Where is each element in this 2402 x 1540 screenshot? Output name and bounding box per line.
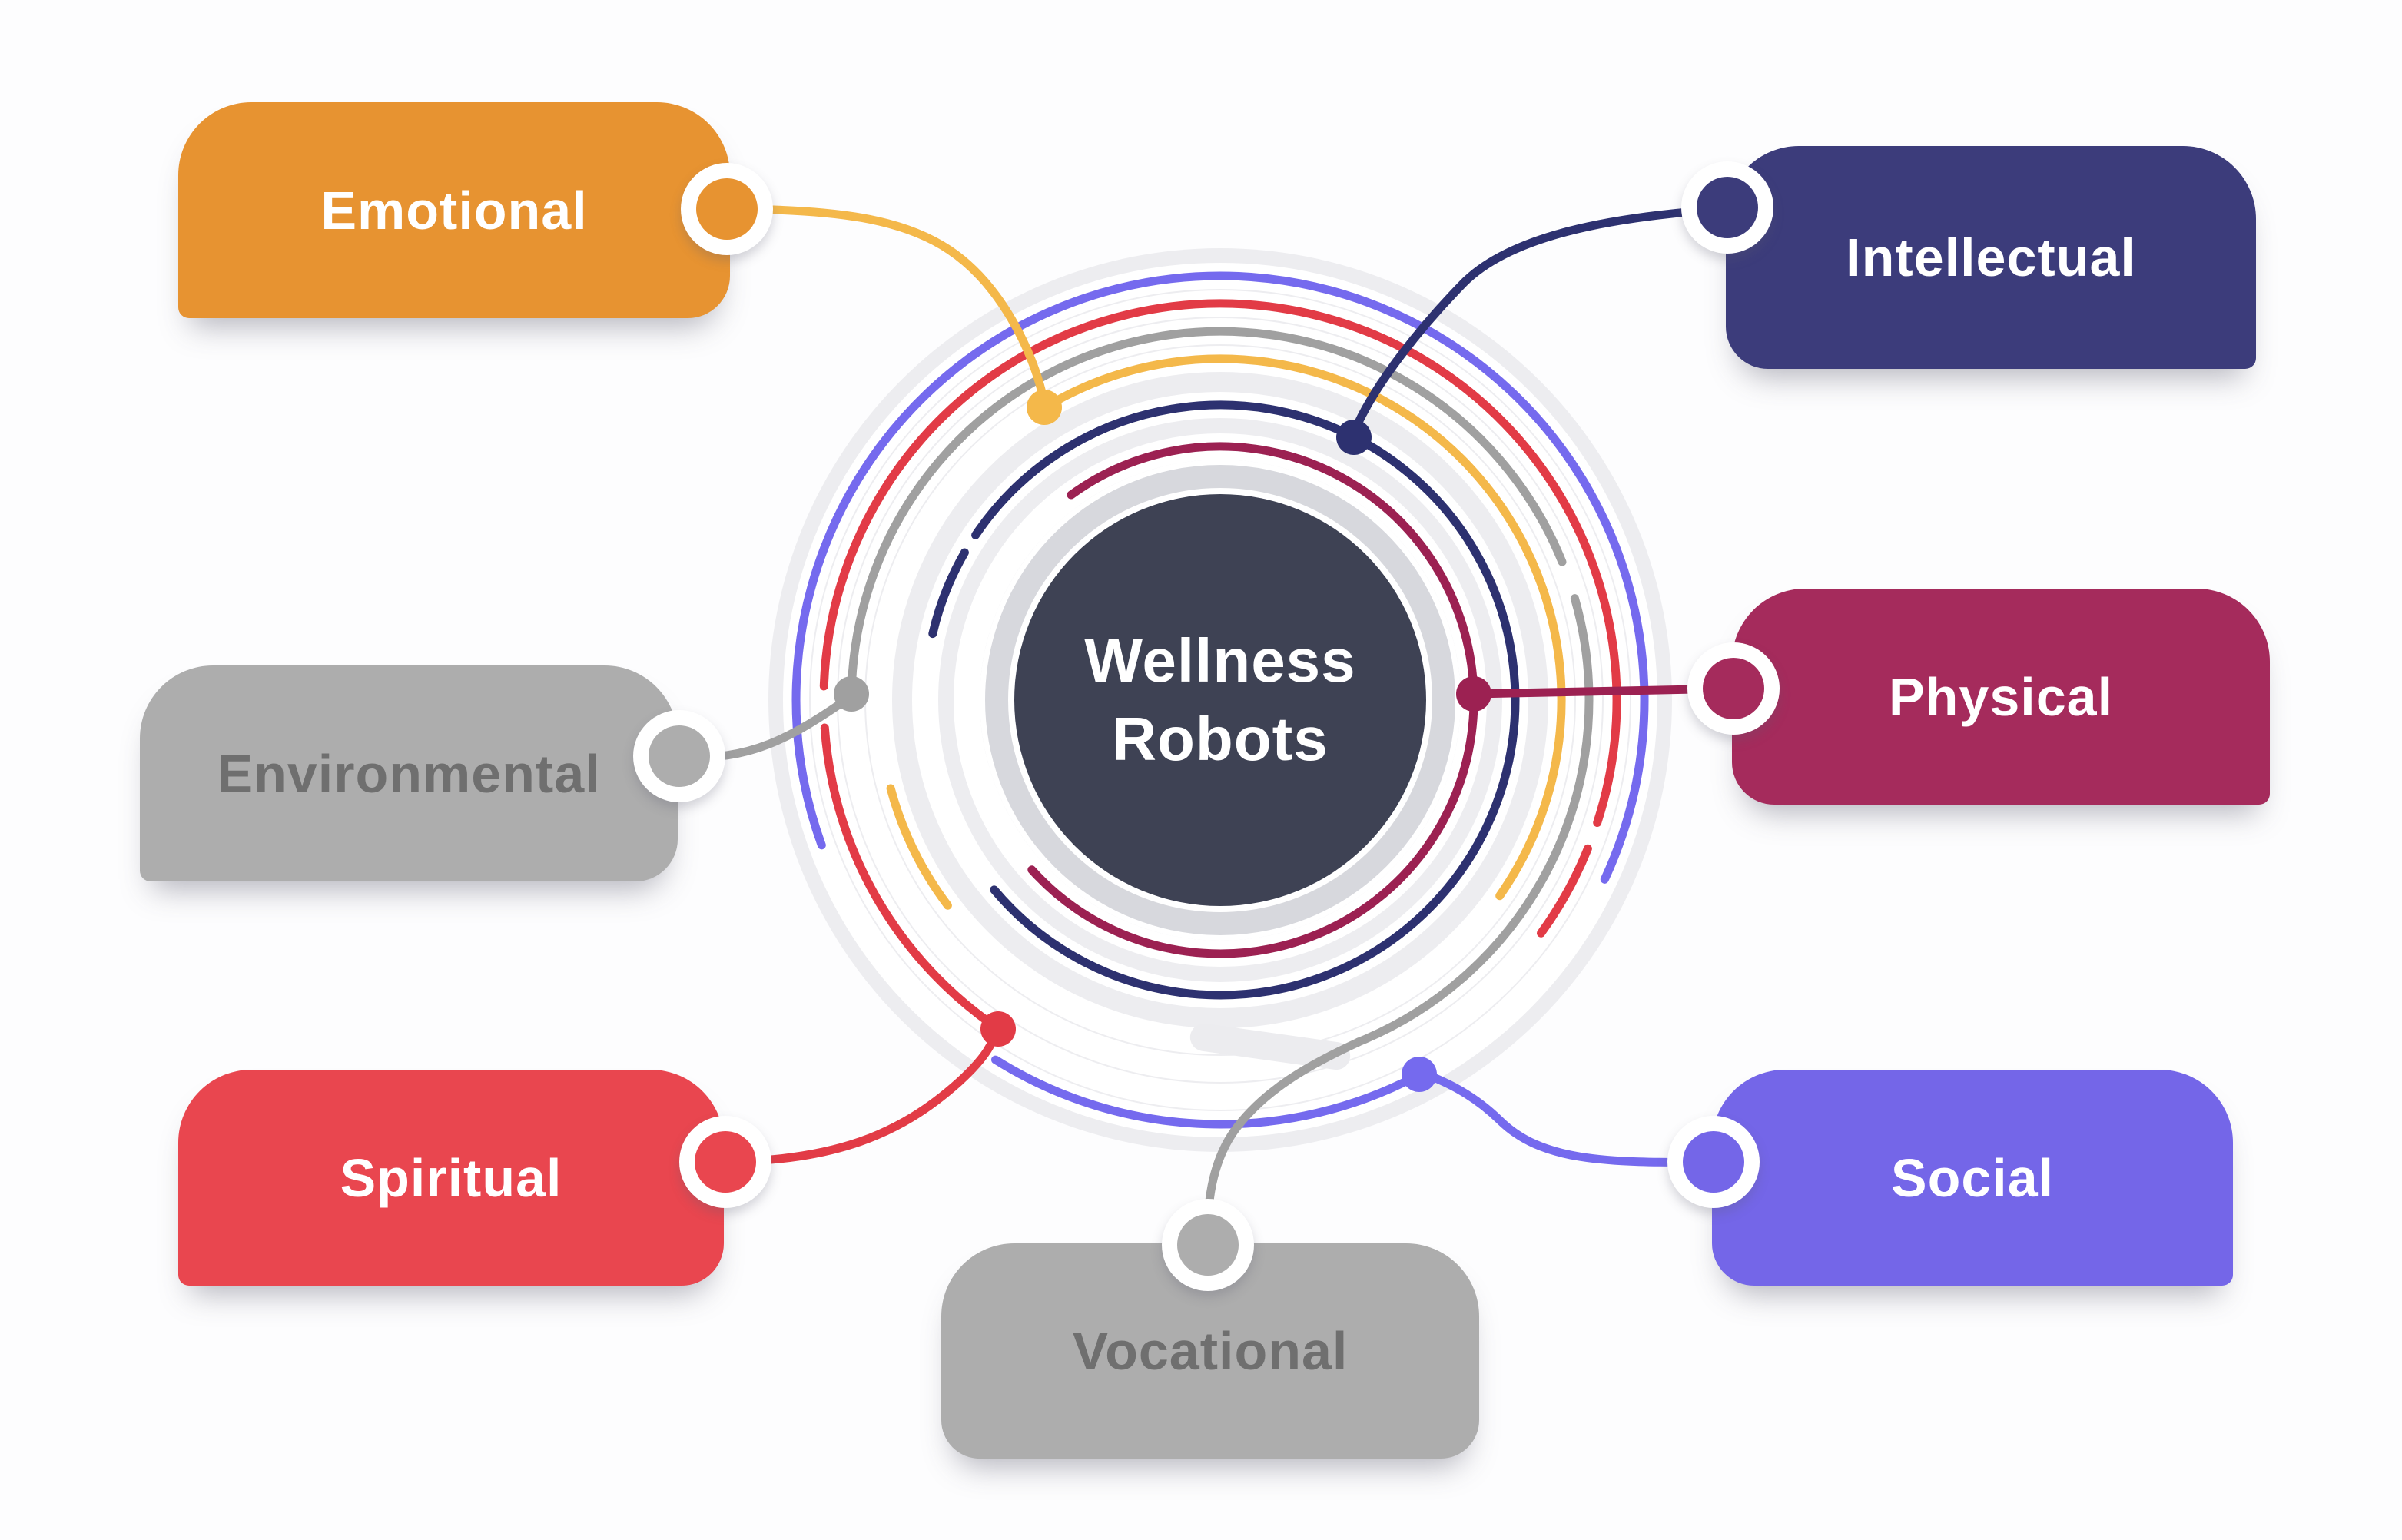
connector-line-spiritual (721, 1020, 1003, 1167)
arc-intellectual-1 (971, 400, 1520, 1000)
connector-node-physical-fill (1703, 658, 1764, 719)
connector-node-physical (1687, 642, 1780, 735)
connector-line-emotional (722, 204, 1049, 407)
connector-node-environmental (633, 710, 725, 802)
box-environmental-label: Environmental (217, 743, 601, 804)
arc-spiritual-1 (819, 299, 1621, 827)
arc-social-0 (791, 271, 1649, 884)
box-social: Social (1712, 1070, 2233, 1286)
arc-emotional-1 (886, 784, 952, 910)
attachment-dot-physical (1456, 676, 1491, 712)
connector-node-emotional-fill (696, 178, 758, 240)
connector-node-spiritual (679, 1116, 771, 1208)
arc-spiritual-0 (820, 723, 1003, 1034)
box-social-label: Social (1890, 1147, 2055, 1208)
attachment-dot-environmental (834, 676, 869, 712)
box-vocational-label: Vocational (1072, 1321, 1349, 1381)
hub-title: Wellness Robots (1014, 494, 1426, 906)
box-spiritual-label: Spiritual (340, 1147, 562, 1208)
box-intellectual: Intellectual (1726, 146, 2256, 369)
connector-node-intellectual-fill (1697, 177, 1758, 238)
hub-core-circle (1014, 494, 1426, 906)
connector-node-spiritual-fill (695, 1131, 756, 1193)
arc-physical-0 (1027, 442, 1478, 958)
arc-intellectual-0 (928, 548, 969, 639)
connector-node-social-fill (1683, 1131, 1744, 1193)
silver-ring (985, 465, 1455, 935)
hub-title-line2: Robots (1112, 705, 1329, 773)
connector-node-social (1667, 1116, 1760, 1208)
connector-node-emotional (681, 163, 773, 255)
hub-title-line1: Wellness (1084, 626, 1356, 695)
box-physical: Physical (1732, 589, 2270, 805)
connector-node-environmental-fill (649, 725, 710, 787)
arc-environmental-1 (1354, 594, 1594, 1047)
arc-spiritual-2 (1537, 844, 1592, 938)
connector-node-vocational-fill (1177, 1214, 1239, 1276)
box-spiritual: Spiritual (178, 1070, 724, 1286)
attachment-dot-emotional (1027, 390, 1062, 425)
connector-node-intellectual (1681, 161, 1773, 254)
attachment-dot-social (1402, 1057, 1437, 1092)
deco-pill (1189, 1023, 1351, 1070)
box-emotional-label: Emotional (320, 180, 588, 241)
box-emotional: Emotional (178, 102, 730, 318)
attachment-dot-spiritual (980, 1011, 1016, 1047)
attachment-dot-intellectual (1336, 420, 1372, 455)
box-physical-label: Physical (1888, 666, 2114, 727)
arc-emotional-0 (1040, 354, 1566, 901)
box-intellectual-label: Intellectual (1846, 227, 2136, 287)
connector-node-vocational (1162, 1199, 1254, 1291)
connector-line-intellectual (1349, 204, 1732, 437)
connector-line-social (1415, 1067, 1718, 1167)
box-environmental: Environmental (140, 665, 678, 881)
arc-social-1 (991, 1055, 1424, 1129)
arc-environmental-0 (847, 327, 1567, 699)
